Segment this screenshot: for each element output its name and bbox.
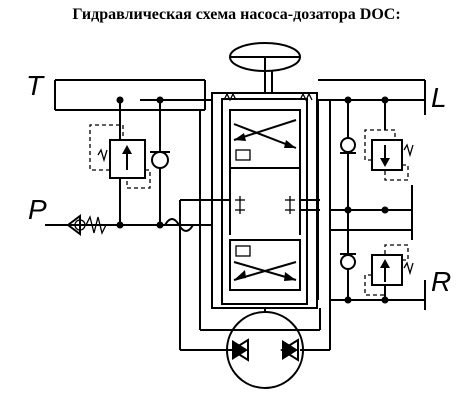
junction-dots (116, 96, 389, 304)
right-cross-lines (330, 185, 413, 240)
check-valve-right-lower (340, 253, 356, 300)
pressure-line-p (45, 218, 212, 232)
diagram-title: Гидравлическая схема насоса-дозатора DOC… (72, 6, 401, 23)
port-label-p: P (28, 194, 47, 225)
steering-wheel-symbol (229, 42, 301, 94)
port-label-r: R (431, 266, 451, 297)
metering-motor (226, 308, 304, 389)
relief-valve-right-lower (364, 244, 414, 300)
port-label-l: L (431, 82, 447, 113)
inlet-check-valve (66, 214, 107, 236)
line-l (318, 79, 426, 115)
relief-valve-left (89, 100, 151, 225)
port-label-t: T (26, 70, 45, 101)
check-valve-right-upper (340, 100, 356, 255)
relief-valve-right-upper (364, 100, 414, 181)
check-valve-left (150, 100, 170, 225)
tank-line-t (54, 79, 206, 111)
